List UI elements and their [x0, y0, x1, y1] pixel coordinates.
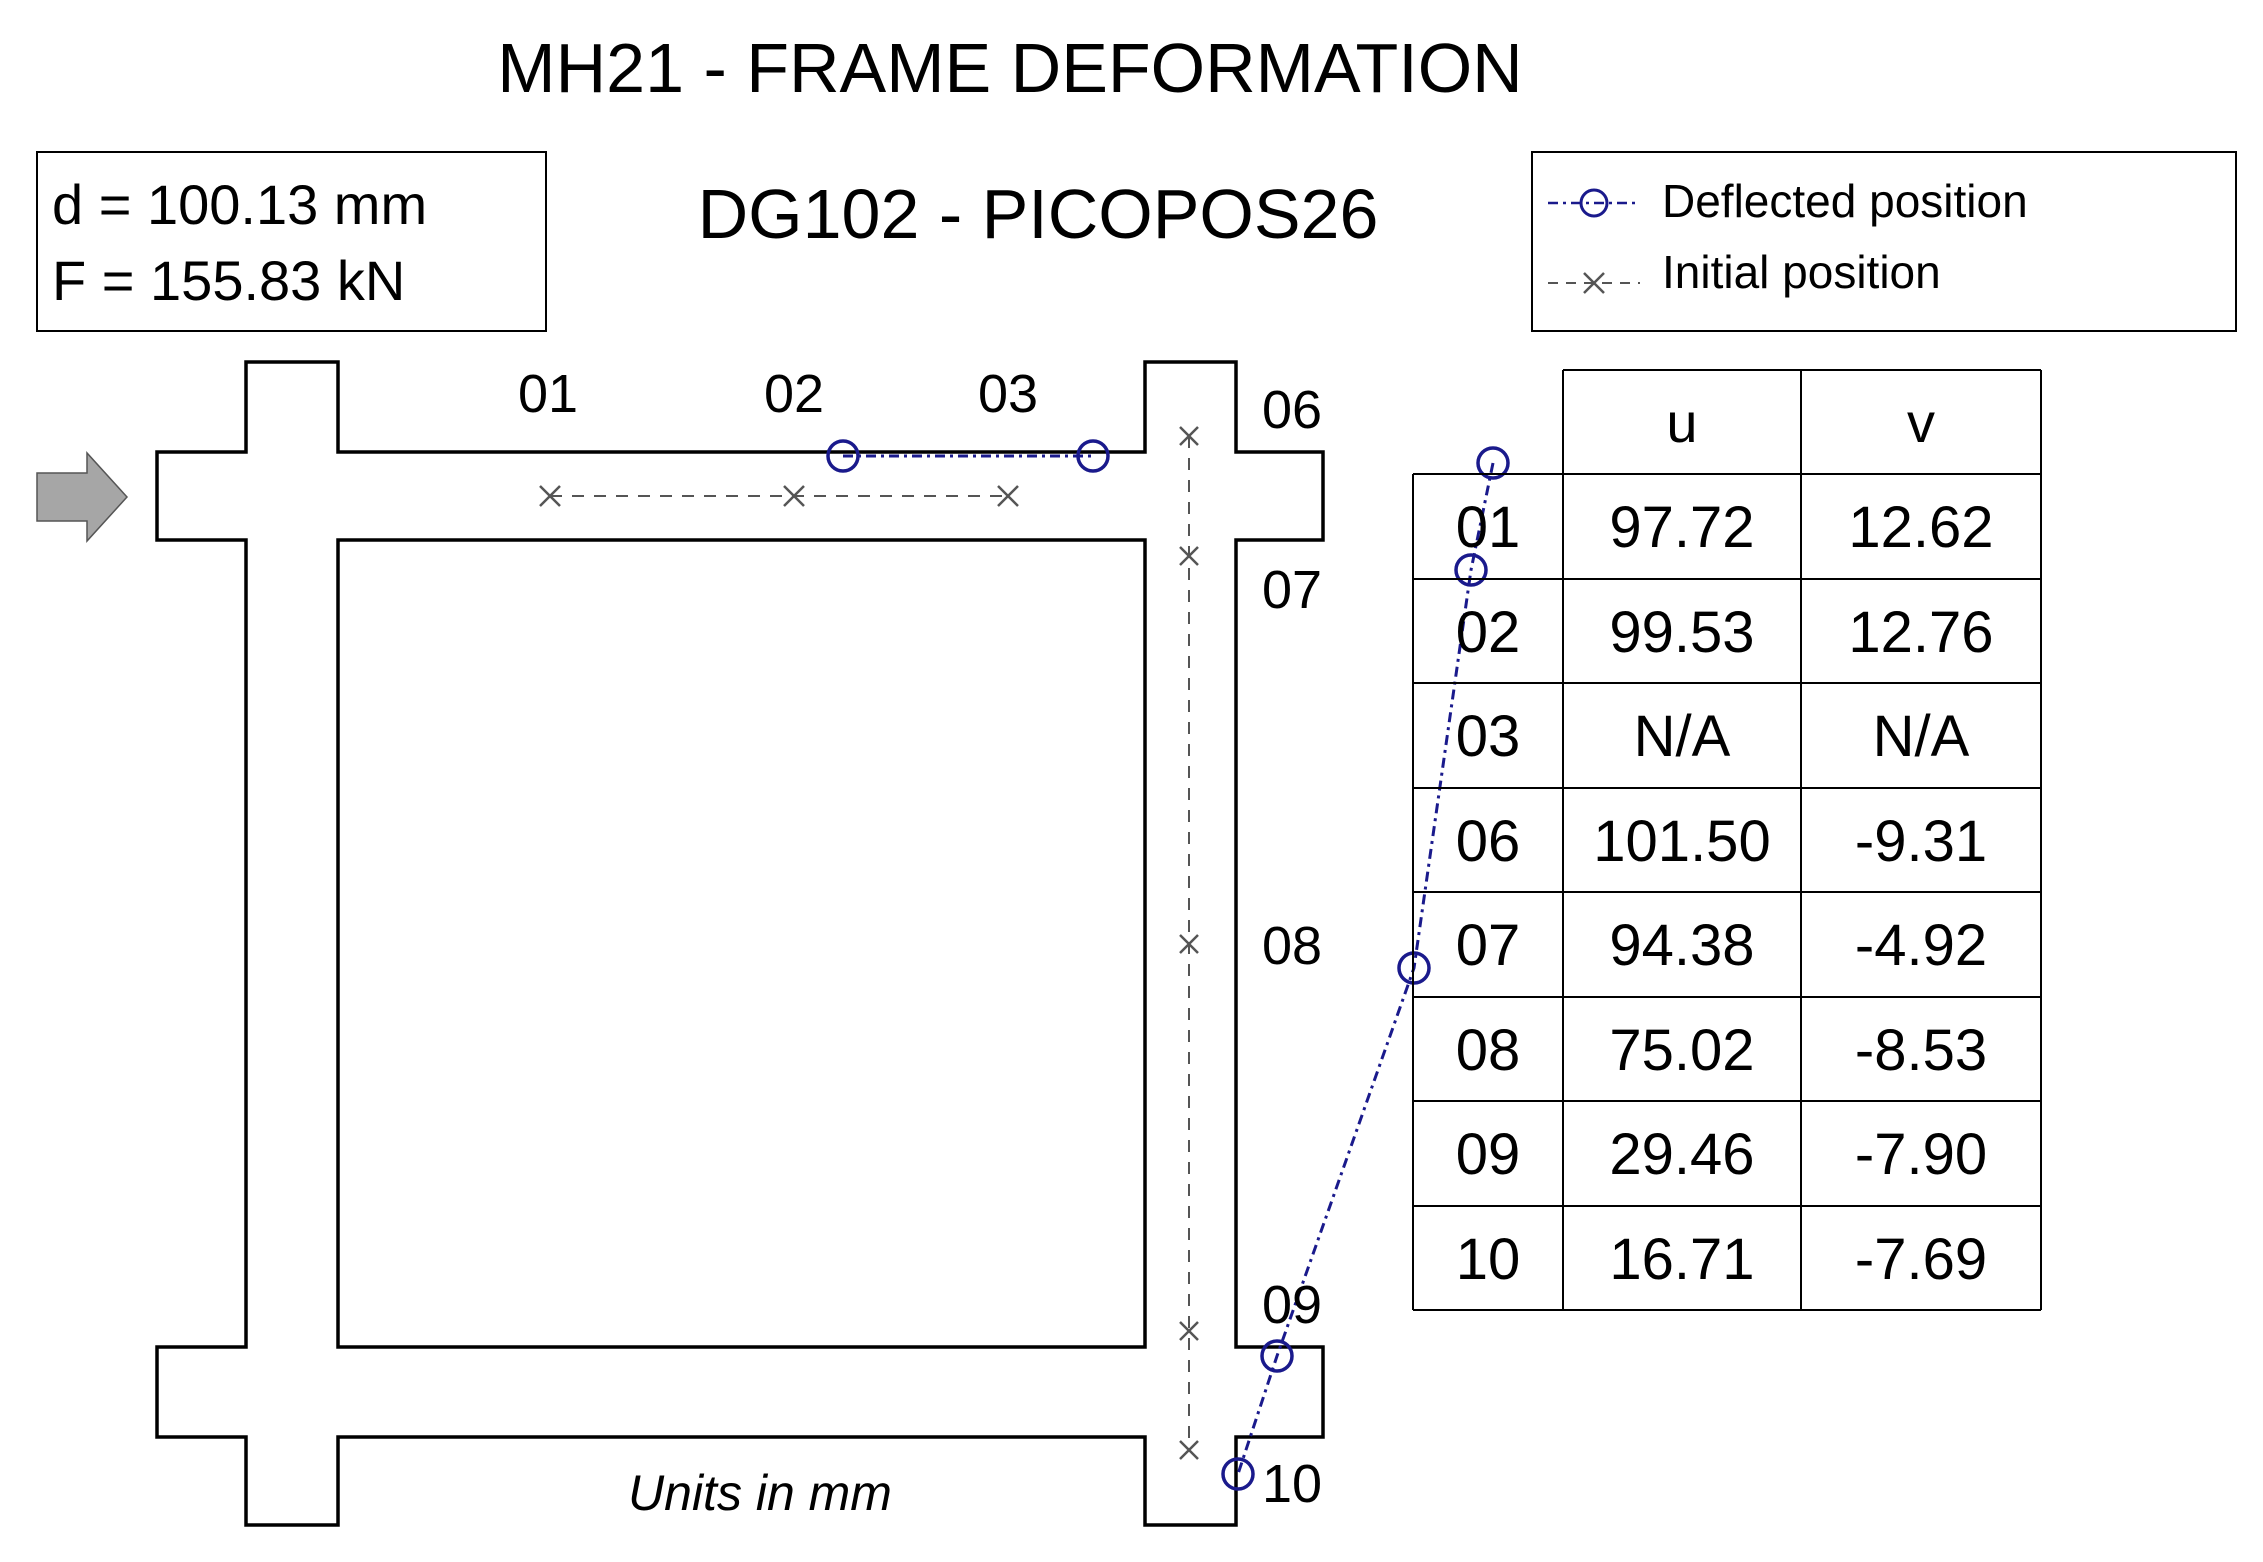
- point-label-06: 06: [1262, 380, 1322, 440]
- row-v-06: -9.31: [1855, 809, 1987, 874]
- deflected-marker-01: [1076, 439, 1110, 473]
- row-id-06: 06: [1456, 809, 1521, 874]
- deflected-marker-06: [1476, 446, 1510, 480]
- table-header-v: v: [1907, 391, 1935, 454]
- deflected-marker-10: [1221, 1457, 1255, 1491]
- row-u-07: 94.38: [1609, 913, 1754, 978]
- row-u-09: 29.46: [1609, 1122, 1754, 1187]
- initial-marker-06: [1179, 426, 1199, 446]
- point-label-01: 01: [518, 364, 578, 424]
- table-grid: [1412, 369, 2042, 1311]
- initial-marker-10: [1179, 1440, 1199, 1460]
- load-arrow: [36, 451, 129, 543]
- row-u-03: N/A: [1634, 704, 1731, 769]
- table-row: 01 97.72 12.62: [1456, 495, 1994, 560]
- row-id-08: 08: [1456, 1018, 1521, 1083]
- table-header-u: u: [1666, 391, 1697, 454]
- deflected-marker-09: [1260, 1339, 1294, 1373]
- table-row: 06 101.50 -9.31: [1456, 809, 1987, 874]
- row-u-02: 99.53: [1609, 600, 1754, 665]
- legend-initial-marker: [1583, 272, 1605, 294]
- row-v-08: -8.53: [1855, 1018, 1987, 1083]
- legend-box: [1531, 151, 2237, 332]
- units-note: Units in mm: [628, 1465, 892, 1521]
- row-u-01: 97.72: [1609, 495, 1754, 560]
- table-row: 07 94.38 -4.92: [1456, 913, 1987, 978]
- row-u-06: 101.50: [1593, 809, 1770, 874]
- frame-outline: [155, 360, 1325, 1527]
- deflected-marker-02: [826, 439, 860, 473]
- legend-deflected-marker: [1579, 188, 1609, 218]
- main-title: MH21 - FRAME DEFORMATION: [497, 29, 1522, 107]
- row-id-09: 09: [1456, 1122, 1521, 1187]
- initial-marker-09: [1179, 1321, 1199, 1341]
- table-row: 10 16.71 -7.69: [1456, 1227, 1987, 1292]
- row-id-07: 07: [1456, 913, 1521, 978]
- point-label-07: 07: [1262, 560, 1322, 620]
- initial-marker-03: [997, 485, 1019, 507]
- row-u-10: 16.71: [1609, 1227, 1754, 1292]
- deflected-marker-07: [1454, 553, 1488, 587]
- force-value: F = 155.83 kN: [52, 249, 405, 312]
- displacement-table: u v 01 97.72 12.62 02 99.53 12.76 03 N/A…: [1412, 369, 2042, 1311]
- initial-marker-08: [1179, 934, 1199, 954]
- row-u-08: 75.02: [1609, 1018, 1754, 1083]
- legend: Deflected position Initial position: [1531, 151, 2237, 332]
- row-id-03: 03: [1456, 704, 1521, 769]
- row-id-02: 02: [1456, 600, 1521, 665]
- row-v-01: 12.62: [1848, 495, 1993, 560]
- point-label-02: 02: [764, 364, 824, 424]
- row-id-10: 10: [1456, 1227, 1521, 1292]
- point-labels: 01 02 03 06 07 08 09 10: [518, 364, 1322, 1514]
- point-label-10: 10: [1262, 1454, 1322, 1514]
- row-id-01: 01: [1456, 495, 1521, 560]
- table-row: 08 75.02 -8.53: [1456, 1018, 1987, 1083]
- row-v-03: N/A: [1873, 704, 1970, 769]
- legend-initial-label: Initial position: [1662, 246, 1941, 298]
- info-box: [36, 151, 547, 332]
- initial-marker-07: [1179, 546, 1199, 566]
- point-label-03: 03: [978, 364, 1038, 424]
- row-v-07: -4.92: [1855, 913, 1987, 978]
- initial-marker-01: [539, 485, 561, 507]
- point-label-08: 08: [1262, 916, 1322, 976]
- initial-position: [539, 426, 1199, 1460]
- table-row: 09 29.46 -7.90: [1456, 1122, 1987, 1187]
- deflected-position: [826, 439, 1510, 1491]
- displacement-value: d = 100.13 mm: [52, 173, 427, 236]
- initial-marker-02: [783, 485, 805, 507]
- test-subtitle: DG102 - PICOPOS26: [698, 175, 1379, 253]
- table-row: 03 N/A N/A: [1456, 704, 1970, 769]
- row-v-02: 12.76: [1848, 600, 1993, 665]
- frame-inner-opening: [336, 538, 1147, 1349]
- point-label-09: 09: [1262, 1275, 1322, 1335]
- row-v-09: -7.90: [1855, 1122, 1987, 1187]
- legend-deflected-label: Deflected position: [1662, 175, 2028, 227]
- row-v-10: -7.69: [1855, 1227, 1987, 1292]
- table-row: 02 99.53 12.76: [1456, 600, 1994, 665]
